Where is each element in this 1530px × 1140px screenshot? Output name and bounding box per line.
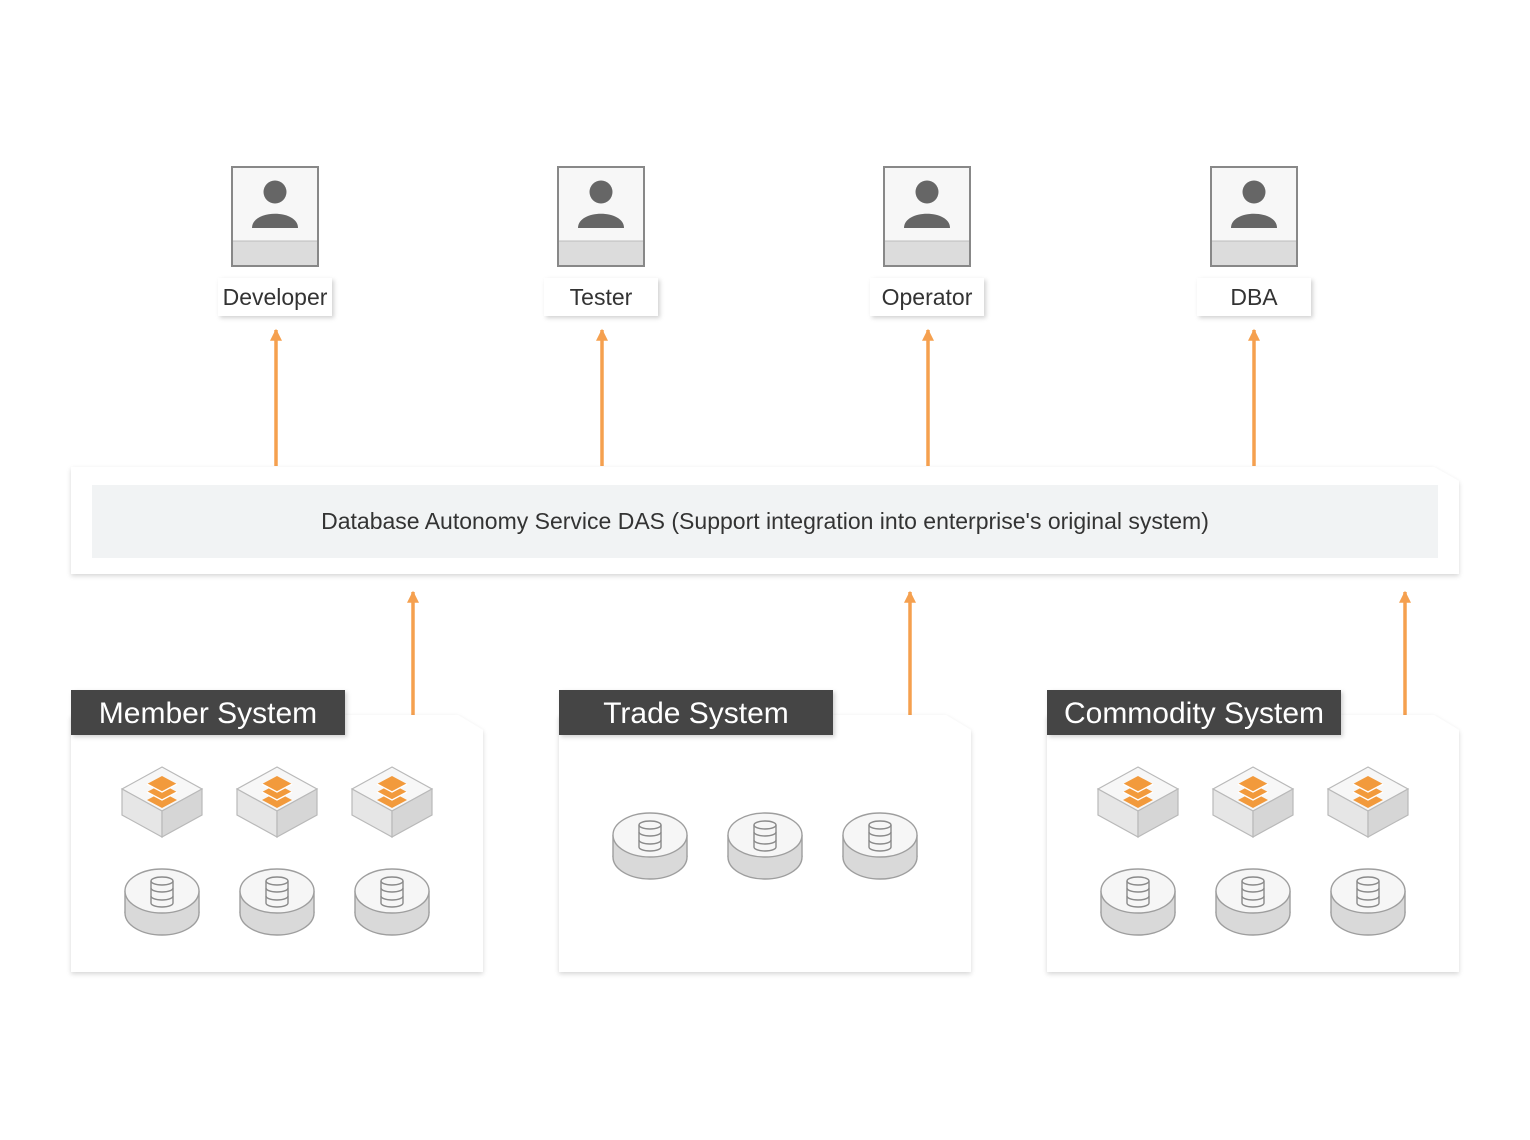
role-label: Developer [223,284,328,310]
member-system-panel: Member System [71,690,483,972]
database-icon [727,812,803,880]
service-band [92,485,1438,558]
role-label: DBA [1230,284,1278,310]
system-title: Member System [99,697,317,730]
system-title: Trade System [603,697,789,730]
system-tab [71,690,345,735]
database-icon [239,868,315,936]
role-label-box [1197,278,1311,316]
user-avatar-icon [883,166,971,267]
role-developer: Developer [218,166,332,316]
role-operator: Operator [870,166,984,316]
database-icon [842,812,918,880]
service-label: Database Autonomy Service DAS (Support i… [321,508,1209,534]
database-icon [124,868,200,936]
database-icon [612,812,688,880]
system-title: Commodity System [1064,697,1324,730]
commodity-system-panel: Commodity System [1047,690,1459,972]
database-icon [1100,868,1176,936]
role-dba: DBA [1197,166,1311,316]
system-tab [559,690,833,735]
trade-system-panel: Trade System [559,690,971,972]
role-label: Operator [882,284,973,310]
das-service-panel: Database Autonomy Service DAS (Support i… [71,467,1459,574]
role-label-box [544,278,658,316]
system-tab [1047,690,1341,735]
user-avatar-icon [231,166,319,267]
user-avatar-icon [557,166,645,267]
database-icon [354,868,430,936]
role-label-box [870,278,984,316]
role-label: Tester [570,284,633,310]
database-icon [1215,868,1291,936]
user-avatar-icon [1210,166,1298,267]
role-tester: Tester [544,166,658,316]
role-label-box [218,278,332,316]
database-icon [1330,868,1406,936]
